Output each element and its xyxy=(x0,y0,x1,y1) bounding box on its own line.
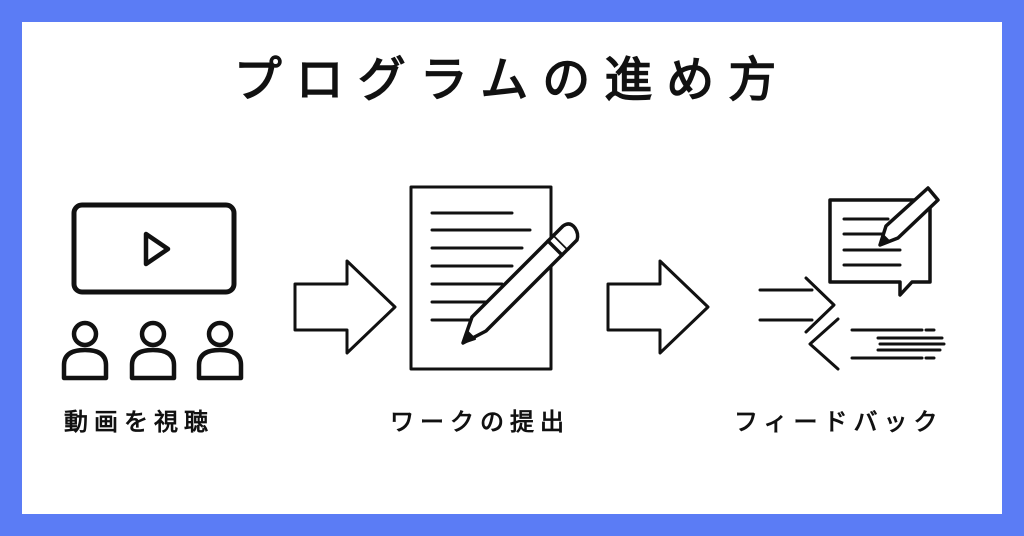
step-label-submit-work: ワークの提出 xyxy=(390,408,570,436)
step-label-watch-video: 動画を視聴 xyxy=(64,408,214,436)
step-label-feedback: フィードバック xyxy=(734,408,944,436)
video-player-icon xyxy=(71,202,237,295)
arrow-right-icon xyxy=(606,259,710,355)
document-pencil-icon xyxy=(409,185,580,371)
arrow-right-icon xyxy=(293,259,397,355)
audience-icon xyxy=(61,320,244,381)
flow-illustration xyxy=(61,185,946,381)
feedback-icon xyxy=(758,186,946,371)
page-title: プログラムの進め方 xyxy=(233,52,791,108)
diagram-card: プログラムの進め方 xyxy=(22,22,1002,514)
